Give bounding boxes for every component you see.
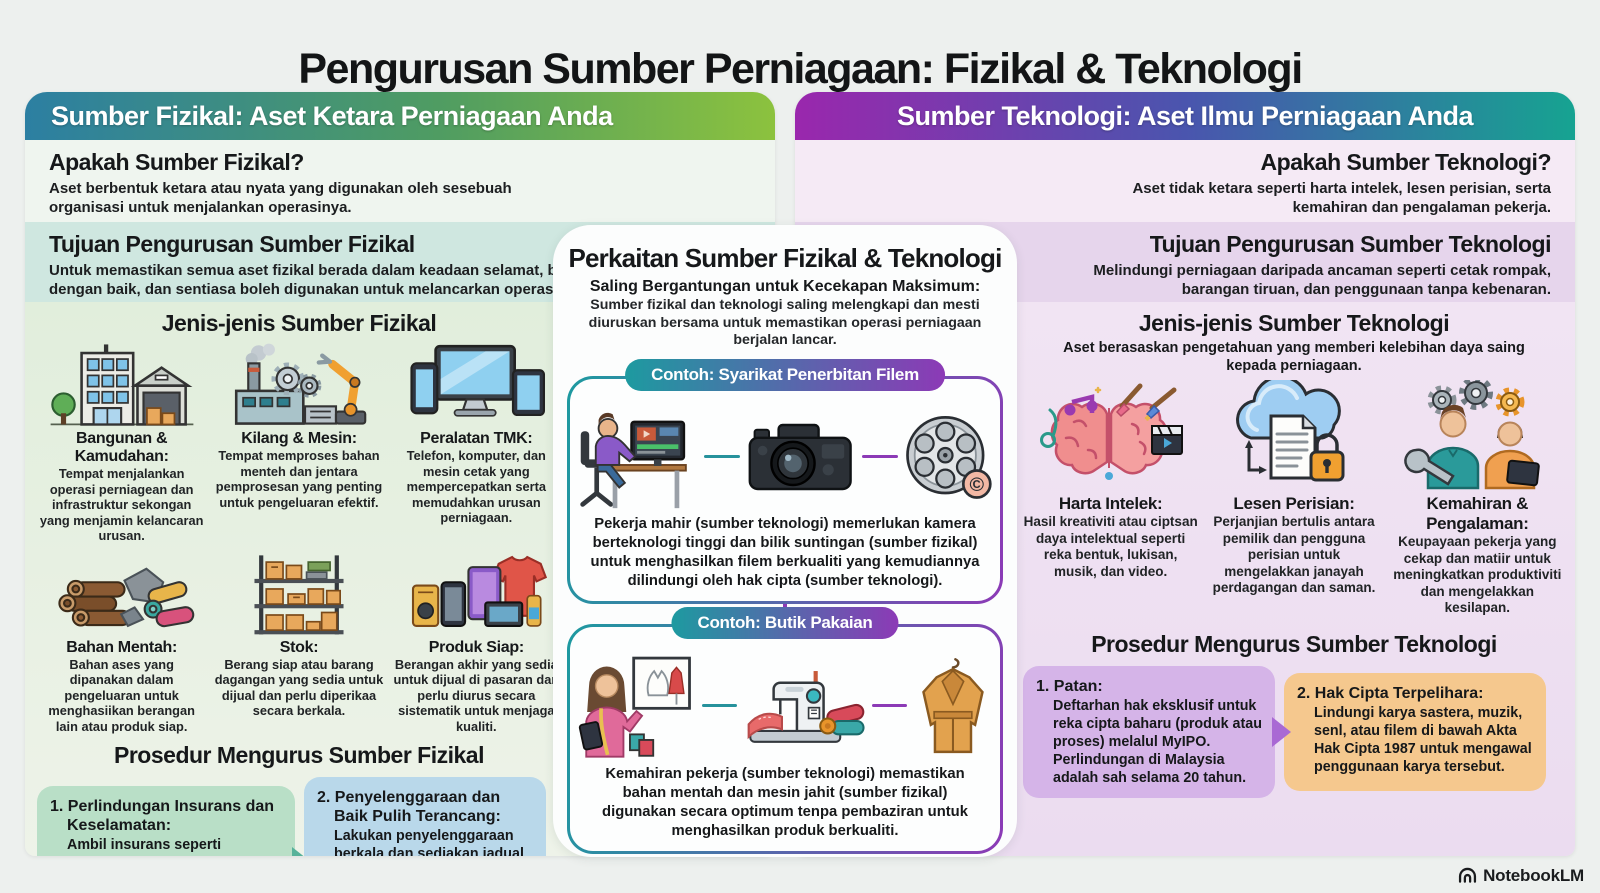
relationship-heading: Perkaitan Sumber Fizikal & Teknologi	[568, 243, 1002, 273]
procedure-title: 2. Penyelenggaraan dan Baik Pulih Teranc…	[317, 789, 501, 825]
type-body: Hasil kreativiti atau ciptsan daya intel…	[1023, 514, 1198, 579]
film-editor-icon	[580, 412, 687, 508]
relationship-body: Sumber fizikal dan teknologi saling mele…	[588, 297, 982, 348]
type-body: Perjanjian bertulis antara pemilik dan p…	[1212, 514, 1376, 595]
sewing-machine-icon	[747, 670, 865, 743]
type-body: Bahan ases yang dipanakan dalam pengelua…	[48, 656, 195, 734]
film-reel-icon: ©	[906, 415, 992, 499]
procedure-title: 2. Hak Cipta Terpelihara:	[1297, 684, 1484, 702]
connector-line	[704, 454, 740, 459]
physical-types-heading: Jenis-jenis Sumber Fizikal	[161, 310, 437, 336]
technology-what-section: Apakah Sumber Teknologi? Aset tidak keta…	[795, 140, 1575, 222]
type-body: Telefon, komputer, dan mesin cetak yang …	[406, 448, 547, 525]
fashion-designer-icon	[578, 656, 691, 758]
example-boutique: Contoh: Butik Pakaian	[567, 606, 1003, 854]
type-card-raw-materials: Bahan Mentah: Bahan ases yang dipanakan …	[37, 548, 206, 735]
physical-procedure-row: 1. Perlindungan Insurans dan Keselamatan…	[37, 777, 561, 856]
procedure-box-copyright: 2. Hak Cipta Terpelihara: Lindungi karya…	[1284, 672, 1546, 791]
arrow-right-icon	[1272, 716, 1291, 747]
physical-procedure-heading: Prosedur Mengurus Sumber Fizikal	[114, 742, 484, 768]
relationship-card: Perkaitan Sumber Fizikal & Teknologi Sal…	[553, 225, 1017, 857]
raw-materials-icon	[58, 567, 194, 627]
relationship-subheading: Saling Bergantungan untuk Kecekapan Maks…	[589, 278, 981, 295]
connector-line	[862, 454, 898, 459]
type-title: Produk Siap:	[428, 638, 524, 656]
example-film-company: Contoh: Syarikat Penerbitan Filem	[567, 358, 1003, 604]
type-title: Peralatan TMK:	[420, 430, 533, 447]
film-example-text: Pekerja mahir (sumber teknologi) memerlu…	[590, 515, 980, 589]
type-body: Berangan akhir yang sedia untuk dijual d…	[393, 656, 560, 734]
coat-icon	[922, 657, 984, 753]
procedure-title: 1. Patan:	[1036, 677, 1103, 695]
factory-machine-icon	[234, 343, 367, 425]
physical-purpose-heading: Tujuan Pengurusan Sumber Fizikal	[49, 231, 415, 257]
page-title: Pengurusan Sumber Perniagaan: Fizikal & …	[298, 44, 1303, 93]
physical-purpose-body: Untuk memastikan semua aset fizikal bera…	[49, 262, 616, 298]
technology-purpose-heading: Tujuan Pengurusan Sumber Teknologi	[1149, 231, 1552, 257]
technology-procedure-heading: Prosedur Mengurus Sumber Teknologi	[1091, 630, 1497, 657]
example-boutique-pill: Contoh: Butik Pakaian	[671, 606, 899, 639]
type-card-finished-products: Produk Siap: Berangan akhir yang sedia u…	[392, 548, 561, 735]
physical-what-section: Apakah Sumber Fizikal? Aset berbentuk ke…	[25, 140, 775, 222]
procedure-body: Deftarhan hak eksklusif untuk reka cipta…	[1053, 697, 1262, 786]
notebooklm-brand: NotebookLM	[1457, 865, 1584, 886]
technology-what-heading: Apakah Sumber Teknologi?	[1260, 149, 1552, 175]
connector-line	[871, 703, 908, 708]
type-title: Stok:	[279, 638, 319, 656]
procedure-body: Ambil insurans seperti insurans kebekara…	[67, 837, 231, 856]
type-body: Keupayaan pekerja yang cekap dan matiir …	[1393, 534, 1562, 615]
technology-types-grid: Harta Intelek: Hasil kreativiti atau cip…	[1023, 379, 1565, 617]
technology-purpose-body: Melindungi perniagaan daripada ancaman s…	[1093, 262, 1551, 298]
technology-panel-header: Sumber Teknologi: Aset Ilmu Perniagaan A…	[795, 92, 1575, 140]
camera-icon	[748, 423, 852, 490]
physical-types-grid: Bangunan & Kamudahan: Tempat menjalankan…	[37, 339, 561, 734]
type-body: Tempat menjalankan operasi perniagean da…	[39, 466, 204, 543]
type-title: Kilang & Mesin:	[241, 430, 357, 447]
type-title: Lesen Perisian:	[1233, 494, 1355, 513]
technology-what-body: Aset tidak ketara seperti harta intelek,…	[1132, 180, 1551, 216]
ict-equipment-icon	[410, 344, 546, 417]
boutique-example-icons	[576, 651, 994, 761]
software-license-icon	[1236, 380, 1345, 482]
physical-what-body: Aset berbentuk ketara atau nyata yang di…	[49, 180, 512, 216]
type-card-buildings: Bangunan & Kamudahan: Tempat menjalankan…	[37, 339, 206, 544]
technology-types-heading: Jenis-jenis Sumber Teknologi	[1138, 310, 1450, 336]
type-card-stock: Stok: Berang siap atau barang dagangan y…	[214, 548, 383, 735]
type-body: Tempat memproses bahan menteh dan jentar…	[215, 448, 383, 510]
buildings-icon	[50, 344, 194, 426]
procedure-box-insurance: 1. Perlindungan Insurans dan Keselamatan…	[37, 786, 295, 856]
type-title: Kemahiran & Pengalaman:	[1426, 494, 1529, 533]
type-card-intellectual-property: Harta Intelek: Hasil kreativiti atau cip…	[1023, 379, 1198, 617]
skills-experience-icon	[1404, 380, 1541, 490]
connector-line	[701, 703, 738, 708]
stock-shelf-icon	[254, 554, 344, 634]
physical-panel-header: Sumber Fizikal: Aset Ketara Perniagaan A…	[25, 92, 775, 140]
type-title: Harta Intelek:	[1058, 494, 1163, 513]
type-title: Bahan Mentah:	[66, 638, 178, 656]
physical-what-heading: Apakah Sumber Fizikal?	[49, 149, 304, 175]
type-card-ict: Peralatan TMK: Telefon, komputer, dan me…	[392, 339, 561, 544]
type-card-software-license: Lesen Perisian: Perjanjian bertulis anta…	[1206, 379, 1381, 617]
technology-procedure-row: 1. Patan: Deftarhan hak eksklusif untuk …	[1023, 665, 1565, 798]
type-title: Bangunan & Kamudahan:	[74, 430, 169, 465]
notebooklm-icon	[1458, 867, 1477, 883]
procedure-box-maintenance: 2. Penyelenggaraan dan Baik Pulih Teranc…	[304, 777, 546, 856]
procedure-title: 1. Perlindungan Insurans dan Keselamatan…	[50, 798, 275, 834]
arrow-right-icon	[292, 846, 311, 856]
procedure-body: Lakukan penyelenggaraan berkala dan sedi…	[334, 828, 524, 856]
type-card-skills-experience: Kemahiran & Pengalaman: Keupayaan pekerj…	[1390, 379, 1565, 617]
svg-text:©: ©	[970, 474, 985, 496]
type-card-factory: Kilang & Mesin: Tempat memproses bahan m…	[214, 339, 383, 544]
boutique-example-text: Kemahiran pekerja (sumber teknologi) mem…	[602, 765, 968, 839]
film-example-icons: ©	[576, 403, 994, 511]
type-body: Berang siap atau barang dagangan yang se…	[214, 656, 384, 719]
finished-products-icon	[412, 555, 548, 627]
intellectual-property-icon	[1039, 383, 1183, 480]
procedure-box-patent: 1. Patan: Deftarhan hak eksklusif untuk …	[1023, 665, 1275, 798]
procedure-body: Lindungi karya sastera, muzik, senl, ata…	[1314, 704, 1532, 775]
example-film-pill: Contoh: Syarikat Penerbitan Filem	[625, 358, 945, 391]
notebooklm-label: NotebookLM	[1483, 865, 1584, 885]
technology-types-sub: Aset berasaskan pengetahuan yang memberi…	[1063, 340, 1525, 374]
